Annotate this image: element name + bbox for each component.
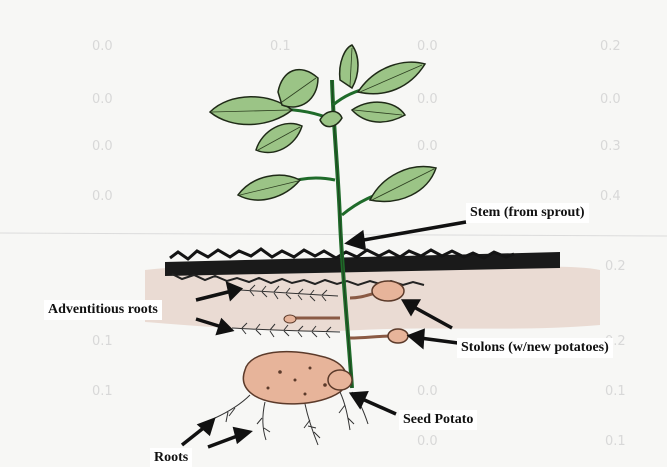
svg-text:0.4: 0.4 bbox=[600, 189, 621, 204]
svg-text:0.1: 0.1 bbox=[605, 434, 626, 449]
svg-text:0.3: 0.3 bbox=[600, 139, 621, 154]
svg-text:0.0: 0.0 bbox=[92, 39, 113, 54]
seed-potato-drawing bbox=[243, 352, 352, 404]
svg-text:0.1: 0.1 bbox=[92, 334, 113, 349]
svg-text:0.0: 0.0 bbox=[600, 92, 621, 107]
svg-text:0.0: 0.0 bbox=[417, 384, 438, 399]
svg-text:0.0: 0.0 bbox=[92, 139, 113, 154]
label-seed-potato: Seed Potato bbox=[399, 410, 477, 430]
svg-text:0.1: 0.1 bbox=[605, 384, 626, 399]
svg-text:0.0: 0.0 bbox=[417, 39, 438, 54]
label-stolons: Stolons (w/new potatoes) bbox=[457, 338, 613, 358]
svg-text:0.0: 0.0 bbox=[417, 434, 438, 449]
svg-text:0.0: 0.0 bbox=[92, 189, 113, 204]
label-roots: Roots bbox=[150, 448, 192, 467]
svg-text:0.0: 0.0 bbox=[417, 92, 438, 107]
svg-text:0.0: 0.0 bbox=[92, 92, 113, 107]
svg-text:0.1: 0.1 bbox=[270, 39, 291, 54]
label-adventitious-roots: Adventitious roots bbox=[44, 300, 162, 320]
svg-text:0.1: 0.1 bbox=[92, 384, 113, 399]
svg-text:0.2: 0.2 bbox=[600, 39, 621, 54]
svg-text:0.2: 0.2 bbox=[605, 259, 626, 274]
svg-text:0.0: 0.0 bbox=[417, 139, 438, 154]
fold-line bbox=[0, 233, 667, 236]
label-stem: Stem (from sprout) bbox=[466, 203, 589, 223]
